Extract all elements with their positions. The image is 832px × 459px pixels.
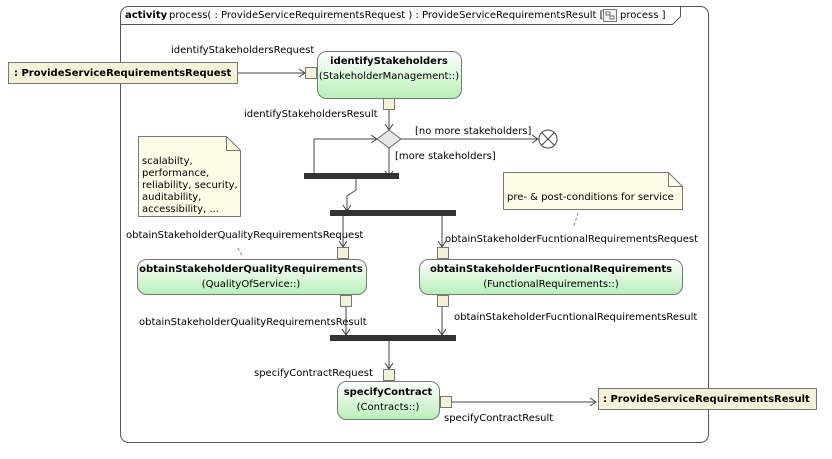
pin-contract-in-label: specifyContractRequest <box>254 368 373 379</box>
pin-quality-out[interactable] <box>340 295 352 307</box>
action-identify-stakeholders-owner: (StakeholderManagement::) <box>319 71 459 82</box>
input-parameter[interactable] <box>8 62 238 84</box>
note-quality-line: accessibility, ... <box>142 204 219 215</box>
frame-tag: process ] <box>620 10 666 21</box>
action-functional-requirements-owner: (FunctionalRequirements::) <box>483 279 619 290</box>
fork-bar[interactable] <box>330 210 456 216</box>
note-conditions-anchor <box>573 212 579 227</box>
action-specify-contract-owner: (Contracts::) <box>357 402 420 413</box>
note-quality-line: auditability, <box>142 192 201 203</box>
action-quality-requirements[interactable]: obtainStakeholderQualityRequirements (Qu… <box>137 259 367 295</box>
frame-header-tab <box>120 6 681 25</box>
action-specify-contract[interactable]: specifyContract (Contracts::) <box>337 381 440 420</box>
join-bar[interactable] <box>330 335 456 341</box>
pin-quality-in[interactable] <box>337 247 349 259</box>
frame-signature: process( : ProvideServiceRequirementsReq… <box>169 10 604 21</box>
pin-contract-out[interactable] <box>440 396 452 408</box>
activity-tag-icon <box>603 9 617 22</box>
pin-quality-out-label: obtainStakeholderQualityRequirementsResu… <box>139 317 367 328</box>
input-parameter-label: : ProvideServiceRequirementsRequest <box>14 68 232 79</box>
control-flows <box>238 68 597 407</box>
pin-identify-in[interactable] <box>305 67 317 79</box>
merge-bar[interactable] <box>304 173 399 179</box>
note-quality-line: performance, <box>142 168 209 179</box>
note-quality-line: scalabilty, <box>142 156 193 167</box>
decision-node[interactable] <box>376 129 402 149</box>
pin-functional-out[interactable] <box>437 295 449 307</box>
pin-quality-in-label: obtainStakeholderQualityRequirementsRequ… <box>126 230 363 241</box>
output-parameter-label: : ProvideServiceRequirementsResult <box>603 394 810 405</box>
output-parameter[interactable] <box>598 388 817 410</box>
action-functional-requirements-name: obtainStakeholderFucntionalRequirements <box>430 264 672 275</box>
note-conditions: pre- & post-conditions for service <box>503 172 683 210</box>
pin-identify-out-label: identifyStakeholdersResult <box>244 109 378 120</box>
pin-identify-in-label: identifyStakeholdersRequest <box>171 45 314 56</box>
pin-identify-out[interactable] <box>383 98 395 110</box>
activity-final-node[interactable] <box>538 129 558 149</box>
note-quality-line: reliability, security, <box>142 180 238 191</box>
activity-frame <box>120 6 709 443</box>
pin-functional-out-label: obtainStakeholderFucntionalRequirementsR… <box>454 312 697 323</box>
note-quality-attributes: scalabilty, performance, reliability, se… <box>138 136 241 217</box>
pin-functional-in-label: obtainStakeholderFucntionalRequirementsR… <box>445 234 698 245</box>
pin-functional-in[interactable] <box>437 247 449 259</box>
note-quality-anchor <box>237 247 244 258</box>
action-specify-contract-name: specifyContract <box>344 387 433 398</box>
frame-keyword: activity <box>125 10 168 21</box>
action-quality-requirements-name: obtainStakeholderQualityRequirements <box>139 264 363 275</box>
action-identify-stakeholders-name: identifyStakeholders <box>330 56 448 67</box>
pin-contract-out-label: specifyContractResult <box>444 413 553 424</box>
note-conditions-text: pre- & post-conditions for service <box>507 192 674 203</box>
guard-more: [more stakeholders] <box>395 151 496 162</box>
guard-no-more: [no more stakeholders] <box>415 126 532 137</box>
action-identify-stakeholders[interactable]: identifyStakeholders (StakeholderManagem… <box>317 51 462 99</box>
pin-contract-in[interactable] <box>383 369 395 381</box>
action-quality-requirements-owner: (QualityOfService::) <box>202 279 301 290</box>
action-functional-requirements[interactable]: obtainStakeholderFucntionalRequirements … <box>419 259 683 295</box>
